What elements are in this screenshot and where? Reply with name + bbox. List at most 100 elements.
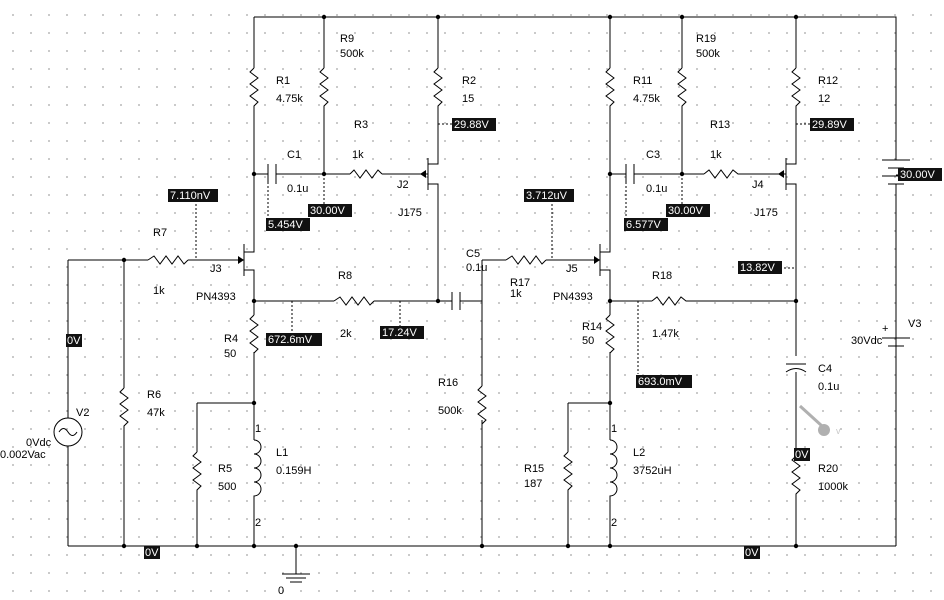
voltage-marker-j3-gate[interactable]: 7.110nV [168, 189, 218, 202]
voltage-marker-j5-source[interactable]: 693.0mV [636, 375, 692, 388]
dc-source-v3[interactable]: + V3 30Vdc [851, 159, 921, 347]
r19-ref: R19 [696, 33, 716, 45]
voltage-marker-c3-left[interactable]: 6.577V [624, 218, 668, 231]
r4-ref: R4 [224, 333, 238, 345]
resistor-r18[interactable]: R18 1.47k [651, 270, 690, 340]
capacitor-c5[interactable]: C5 0.1u [451, 248, 487, 310]
voltage-marker-ground-right[interactable]: 0V [744, 546, 760, 559]
resistor-r6[interactable]: R6 47k [119, 387, 165, 428]
marker-text: 7.110nV [170, 190, 211, 202]
j3-ref: J3 [210, 263, 222, 275]
resistor-r7[interactable]: R7 1k [147, 227, 189, 297]
r17-ref: R17 [510, 277, 530, 289]
voltage-marker-j3-source[interactable]: 672.6mV [266, 333, 322, 346]
r8-ref: R8 [338, 270, 352, 282]
resistor-r20[interactable]: R20 1000k [791, 455, 848, 498]
c4-ref: C4 [818, 363, 832, 375]
r8-value: 2k [340, 328, 352, 340]
voltage-marker-ground-left[interactable]: 0V [144, 546, 160, 559]
resistor-r15[interactable]: R15 187 [524, 451, 573, 498]
c3-value: 0.1u [646, 183, 667, 195]
v3-plus: + [882, 323, 888, 335]
j3-model: PN4393 [196, 291, 236, 303]
r14-ref: R14 [582, 321, 602, 333]
voltage-marker-c1-left[interactable]: 5.454V [266, 218, 310, 231]
resistor-r2[interactable]: R2 15 [433, 67, 476, 110]
capacitor-c3[interactable]: C3 0.1u [625, 149, 667, 195]
resistor-r14[interactable]: R14 50 [582, 314, 615, 356]
voltage-marker-c5-input[interactable]: 3.712uV [524, 189, 574, 202]
r5-value: 500 [218, 481, 236, 493]
resistor-r5[interactable]: R5 500 [192, 451, 236, 498]
marker-text: 693.0mV [638, 376, 683, 388]
j2-model: J175 [398, 207, 422, 219]
resistor-r16[interactable]: R16 500k [438, 377, 487, 425]
voltage-marker-j4-source[interactable]: 29.89V [810, 118, 854, 131]
v2-ac: 0.002Vac [0, 449, 46, 461]
r13-ref: R13 [710, 119, 730, 131]
resistor-r3[interactable]: R3 1k [349, 119, 383, 179]
r17-value: 1k [510, 288, 522, 300]
r18-ref: R18 [652, 270, 672, 282]
voltage-marker-j2-source[interactable]: 29.88V [452, 118, 496, 131]
r12-ref: R12 [818, 75, 838, 87]
ground-label: 0 [278, 585, 284, 597]
r20-ref: R20 [818, 463, 838, 475]
resistor-r12[interactable]: R12 12 [791, 67, 838, 110]
jfet-j4[interactable]: J4 J175 [752, 150, 797, 219]
j5-model: PN4393 [553, 291, 593, 303]
voltage-marker-v3-node[interactable]: 30.00V [898, 168, 942, 181]
r16-value: 500k [438, 405, 462, 417]
l1-pin2: 2 [255, 517, 261, 529]
voltage-marker-j4-drain[interactable]: 13.82V [738, 261, 782, 274]
resistor-r17[interactable]: R17 1k [505, 255, 547, 300]
jfet-j2[interactable]: J2 J175 [397, 150, 439, 219]
voltage-probe-icon[interactable]: v [798, 404, 841, 436]
marker-text: 0V [795, 449, 809, 461]
r1-value: 4.75k [276, 93, 303, 105]
resistor-r9[interactable]: R9 500k [319, 33, 364, 110]
voltage-marker-input-node[interactable]: 0V [66, 334, 82, 347]
voltage-marker-r8-right[interactable]: 17.24V [380, 326, 424, 339]
jfet-j5[interactable]: J5 PN4393 [553, 244, 611, 303]
c5-ref: C5 [466, 248, 480, 260]
marker-text: 0V [145, 547, 159, 559]
capacitor-c4[interactable]: C4 0.1u [785, 363, 839, 393]
inductor-l2[interactable]: 1 2 L2 3752uH [609, 423, 672, 529]
j4-model: J175 [754, 207, 778, 219]
r7-ref: R7 [153, 227, 167, 239]
marker-text: 29.89V [812, 119, 848, 131]
ac-source-v2[interactable]: V2 0Vdc 0.002Vac [0, 407, 89, 461]
r9-value: 500k [340, 48, 364, 60]
voltage-marker-r20-top[interactable]: 0V [794, 448, 810, 461]
resistor-r4[interactable]: R4 50 [224, 314, 259, 360]
r7-value: 1k [153, 285, 165, 297]
voltage-marker-c3-right[interactable]: 30.00V [666, 204, 710, 217]
l1-ref: L1 [276, 447, 288, 459]
marker-text: 5.454V [268, 219, 304, 231]
wires [67, 16, 897, 570]
l2-value: 3752uH [633, 465, 672, 477]
resistor-r11[interactable]: R11 4.75k [605, 67, 660, 110]
r15-value: 187 [524, 478, 542, 490]
r6-value: 47k [147, 407, 165, 419]
r3-value: 1k [352, 149, 364, 161]
resistor-r8[interactable]: R8 2k [333, 270, 375, 340]
voltage-marker-c1-right[interactable]: 30.00V [308, 204, 352, 217]
r9-ref: R9 [340, 33, 354, 45]
j4-ref: J4 [752, 179, 764, 191]
marker-text: 30.00V [900, 169, 936, 181]
resistor-r13[interactable]: R13 1k [703, 119, 742, 179]
marker-text: 0V [67, 335, 81, 347]
resistor-r19[interactable]: R19 500k [677, 33, 720, 110]
r13-value: 1k [710, 149, 722, 161]
inductor-l1[interactable]: 1 2 L1 0.159H [253, 423, 312, 529]
jfet-j3[interactable]: J3 PN4393 [196, 244, 255, 303]
l2-ref: L2 [633, 447, 645, 459]
capacitor-c1[interactable]: C1 0.1u [267, 149, 308, 195]
resistor-r1[interactable]: R1 4.75k [249, 67, 303, 110]
v2-ref: V2 [76, 407, 89, 419]
r11-value: 4.75k [633, 93, 660, 105]
